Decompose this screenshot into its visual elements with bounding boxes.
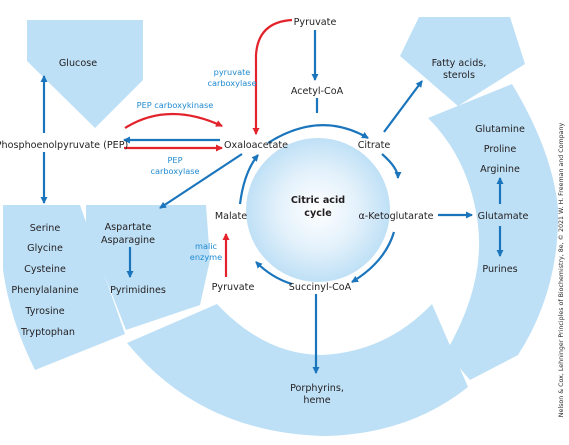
- cycle-center-glow: [246, 138, 390, 282]
- arc-succinyl-to-malate: [255, 261, 293, 286]
- panel-glucose: [27, 20, 143, 128]
- arc-oxaloacetate-to-citrate: [267, 124, 369, 144]
- panel-right-group: [428, 84, 559, 380]
- label-succinyl-coa: Succinyl-CoA: [289, 282, 352, 293]
- panel-amino-left: [3, 205, 125, 370]
- label-pep-carboxylase-2: carboxylase: [150, 166, 199, 176]
- panel-bottom-arc: [127, 304, 468, 436]
- label-pyruvate-top: Pyruvate: [294, 17, 337, 28]
- label-pep: Phosphoenolpyruvate (PEP): [0, 140, 128, 151]
- label-fatty-acids-1: Fatty acids,: [432, 58, 487, 69]
- label-porphyrins-1: Porphyrins,: [290, 383, 344, 394]
- label-fatty-acids-2: sterols: [443, 70, 475, 81]
- cycle-title-line2: cycle: [304, 208, 332, 219]
- label-glycine: Glycine: [27, 243, 63, 254]
- label-pep-carboxylase-1: PEP: [167, 155, 182, 165]
- label-citrate: Citrate: [358, 140, 391, 151]
- label-malic-enzyme-2: enzyme: [190, 252, 222, 262]
- label-pyruvate-bottom: Pyruvate: [212, 282, 255, 293]
- publisher-credit: Nelson & Cox, Lehninger Principles of Bi…: [557, 122, 565, 417]
- label-tryptophan: Tryptophan: [20, 327, 75, 338]
- label-glucose: Glucose: [59, 58, 97, 69]
- panel-aspartate: [86, 205, 210, 330]
- arc-malate-to-oxaloacetate: [238, 154, 259, 205]
- label-acetyl-coa: Acetyl-CoA: [291, 86, 344, 97]
- label-pyruvate-carboxylase-1: pyruvate: [214, 67, 251, 77]
- label-proline: Proline: [484, 144, 517, 155]
- arrow-oxaloacetate-to-aspartate: [159, 153, 243, 209]
- panel-fatty-acids: [400, 17, 525, 106]
- label-malate: Malate: [215, 211, 247, 222]
- label-pyrimidines: Pyrimidines: [110, 285, 166, 296]
- anaplerotic-arrows: [124, 18, 293, 277]
- label-glutamine: Glutamine: [475, 124, 525, 135]
- background-panels: [3, 17, 559, 436]
- arrow-pep-carboxykinase-red: [124, 112, 223, 129]
- label-oxaloacetate: Oxaloacetate: [224, 140, 288, 151]
- label-cysteine: Cysteine: [24, 264, 66, 275]
- label-tyrosine: Tyrosine: [24, 306, 64, 317]
- cycle-title-line1: Citric acid: [291, 195, 345, 206]
- label-pyruvate-carboxylase-2: carboxylase: [207, 78, 256, 88]
- label-arginine: Arginine: [480, 164, 520, 175]
- label-ketoglutarate: α-Ketoglutarate: [358, 211, 433, 222]
- label-pep-carboxykinase: PEP carboxykinase: [137, 100, 214, 110]
- label-aspartate: Aspartate: [105, 222, 152, 233]
- label-phenylalanine: Phenylalanine: [11, 285, 78, 296]
- arrow-pyruvate-to-oxaloacetate-red: [252, 18, 293, 135]
- biosynthesis-arrows: [40, 30, 504, 374]
- citric-acid-cycle: [238, 124, 402, 286]
- arrow-citrate-to-fatty-acids: [383, 80, 423, 133]
- label-glutamate: Glutamate: [478, 211, 529, 222]
- label-asparagine: Asparagine: [101, 235, 155, 246]
- arc-ketoglutarate-to-succinyl: [351, 231, 396, 283]
- label-purines: Purines: [482, 264, 517, 275]
- label-serine: Serine: [30, 223, 61, 234]
- label-malic-enzyme-1: malic: [195, 241, 217, 251]
- arc-citrate-to-ketoglutarate: [381, 153, 402, 179]
- label-porphyrins-2: heme: [303, 395, 330, 406]
